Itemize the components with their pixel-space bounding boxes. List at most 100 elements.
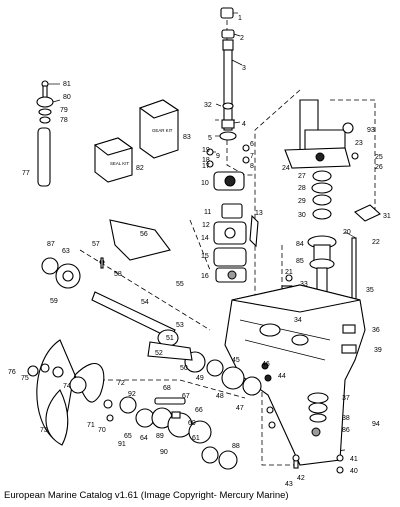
bottom-hardware xyxy=(266,406,344,474)
callout-56: 56 xyxy=(140,231,148,238)
callout-86: 86 xyxy=(342,427,350,434)
callout-25: 25 xyxy=(375,154,383,161)
shift-linkage xyxy=(284,99,381,222)
callout-40: 40 xyxy=(350,468,358,475)
callout-31: 31 xyxy=(383,213,391,220)
callout-49: 49 xyxy=(196,375,204,382)
callout-27: 27 xyxy=(298,173,306,180)
callout-66: 66 xyxy=(195,407,203,414)
callout-59: 59 xyxy=(50,298,58,305)
callout-82: 82 xyxy=(136,165,144,172)
callout-54: 54 xyxy=(141,299,149,306)
callout-30: 30 xyxy=(298,212,306,219)
callout-43: 43 xyxy=(285,481,293,488)
driveshaft-stack xyxy=(206,7,259,283)
callout-69: 69 xyxy=(188,420,196,427)
gear-kit-box: GEAR KIT xyxy=(138,99,180,159)
callout-46: 46 xyxy=(262,361,270,368)
callout-2: 2 xyxy=(240,35,244,42)
callout-42: 42 xyxy=(297,475,305,482)
callout-89: 89 xyxy=(156,433,164,440)
reverse-gear-assembly xyxy=(103,396,238,470)
callout-93: 93 xyxy=(367,127,375,134)
callout-87: 87 xyxy=(47,241,55,248)
callout-91: 91 xyxy=(118,441,126,448)
callout-26: 26 xyxy=(375,164,383,171)
callout-39: 39 xyxy=(374,347,382,354)
callout-9: 9 xyxy=(216,153,220,160)
callout-20: 20 xyxy=(343,229,351,236)
callout-32: 32 xyxy=(204,102,212,109)
callout-47: 47 xyxy=(236,405,244,412)
callout-37: 37 xyxy=(342,395,350,402)
left-small-parts xyxy=(36,80,61,187)
callout-64: 64 xyxy=(140,435,148,442)
callout-65: 65 xyxy=(124,433,132,440)
callout-84: 84 xyxy=(296,241,304,248)
callout-75: 75 xyxy=(21,375,29,382)
callout-labels: 1 2 3 4 5 6 7 8 9 10 11 12 13 14 15 16 1… xyxy=(8,15,391,488)
callout-5: 5 xyxy=(208,135,212,142)
callout-67: 67 xyxy=(182,393,190,400)
propeller-assembly xyxy=(27,339,105,446)
callout-10: 10 xyxy=(201,180,209,187)
callout-4: 4 xyxy=(242,121,246,128)
propshaft-assembly xyxy=(41,219,193,361)
callout-85: 85 xyxy=(296,258,304,265)
callout-76: 76 xyxy=(8,369,16,376)
callout-13: 13 xyxy=(255,210,263,217)
callout-70: 70 xyxy=(98,427,106,434)
callout-35: 35 xyxy=(366,287,374,294)
callout-16: 16 xyxy=(201,273,209,280)
callout-29: 29 xyxy=(298,198,306,205)
callout-22: 22 xyxy=(372,239,380,246)
callout-63: 63 xyxy=(62,248,70,255)
callout-21: 21 xyxy=(285,269,293,276)
callout-34: 34 xyxy=(294,317,302,324)
gear-kit-label: GEAR KIT xyxy=(152,128,173,133)
callout-58: 58 xyxy=(114,271,122,278)
callout-6: 6 xyxy=(250,141,254,148)
callout-24: 24 xyxy=(282,165,290,172)
seal-kit-box: SEAL KIT xyxy=(93,137,134,183)
callout-79: 79 xyxy=(60,107,68,114)
callout-90: 90 xyxy=(160,449,168,456)
callout-36: 36 xyxy=(372,327,380,334)
callout-23: 23 xyxy=(355,140,363,147)
callout-44: 44 xyxy=(278,373,286,380)
callout-57: 57 xyxy=(92,241,100,248)
callout-7: 7 xyxy=(250,153,254,160)
callout-12: 12 xyxy=(202,222,210,229)
callout-74: 74 xyxy=(63,383,71,390)
callout-80: 80 xyxy=(63,94,71,101)
callout-18: 18 xyxy=(202,157,210,164)
callout-19: 19 xyxy=(202,147,210,154)
callout-52: 52 xyxy=(155,350,163,357)
callout-61: 61 xyxy=(192,435,200,442)
callout-45: 45 xyxy=(232,357,240,364)
callout-11: 11 xyxy=(204,209,211,216)
exploded-parts-diagram: SEAL KIT GEAR KIT xyxy=(8,7,391,488)
callout-68: 68 xyxy=(163,385,171,392)
callout-8: 8 xyxy=(250,163,254,170)
forward-gear-assembly xyxy=(184,351,272,396)
callout-28: 28 xyxy=(298,185,306,192)
gearcase-housing xyxy=(224,284,366,466)
callout-51: 51 xyxy=(166,335,174,342)
callout-38: 38 xyxy=(342,415,350,422)
callout-81: 81 xyxy=(63,81,71,88)
callout-14: 14 xyxy=(201,235,209,242)
callout-78: 78 xyxy=(60,117,68,124)
callout-1: 1 xyxy=(238,15,242,22)
callout-41: 41 xyxy=(350,456,358,463)
callout-94: 94 xyxy=(372,421,380,428)
image-caption: European Marine Catalog v1.61 (Image Cop… xyxy=(4,490,289,501)
callout-73: 73 xyxy=(40,427,48,434)
callout-50: 50 xyxy=(180,365,188,372)
callout-3: 3 xyxy=(242,65,246,72)
callout-71: 71 xyxy=(87,422,95,429)
callout-55: 55 xyxy=(176,281,184,288)
callout-15: 15 xyxy=(201,253,209,260)
callout-83: 83 xyxy=(183,134,191,141)
callout-53: 53 xyxy=(176,322,184,329)
